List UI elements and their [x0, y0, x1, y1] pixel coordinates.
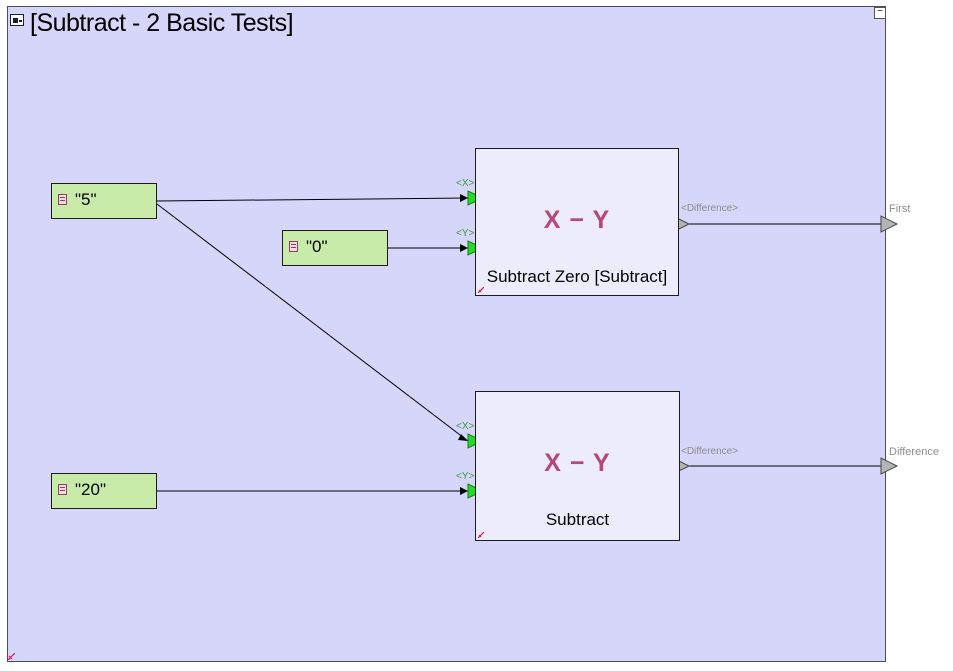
port-label-y: <Y>	[456, 471, 475, 482]
port-label-y: <Y>	[456, 228, 475, 239]
block-name: Subtract	[545, 510, 610, 529]
block-corner-icon	[478, 532, 484, 538]
page-title: [Subtract - 2 Basic Tests]	[30, 9, 294, 37]
subtract-zero-block[interactable]: X − Y Subtract Zero [Subtract]	[475, 148, 679, 296]
port-label-x: <X>	[456, 178, 475, 189]
constant-icon	[58, 484, 67, 495]
constant-0[interactable]: "0"	[282, 230, 388, 266]
diagram-canvas[interactable]	[7, 6, 886, 662]
block-corner-icon	[478, 287, 484, 293]
canvas-corner-icon	[8, 653, 15, 660]
port-label-x: <X>	[456, 421, 475, 432]
constant-5[interactable]: "5"	[51, 183, 157, 219]
subsystem-icon	[10, 14, 24, 26]
output-label-difference: Difference	[889, 446, 939, 458]
port-label-difference: <Difference>	[681, 203, 739, 214]
operator-label: X − Y	[544, 449, 611, 477]
constant-value: "5"	[75, 190, 97, 209]
constant-icon	[289, 241, 298, 252]
operator-label: X − Y	[543, 206, 611, 234]
constant-20[interactable]: "20"	[51, 473, 157, 509]
minimize-button[interactable]: −	[874, 7, 886, 19]
port-label-difference: <Difference>	[681, 446, 739, 457]
constant-value: "0"	[306, 237, 328, 256]
subtract-block[interactable]: X − Y Subtract	[475, 391, 680, 541]
output-label-first: First	[889, 203, 911, 215]
block-name: Subtract Zero [Subtract]	[486, 267, 668, 286]
constant-icon	[58, 194, 67, 205]
constant-value: "20"	[75, 480, 106, 499]
